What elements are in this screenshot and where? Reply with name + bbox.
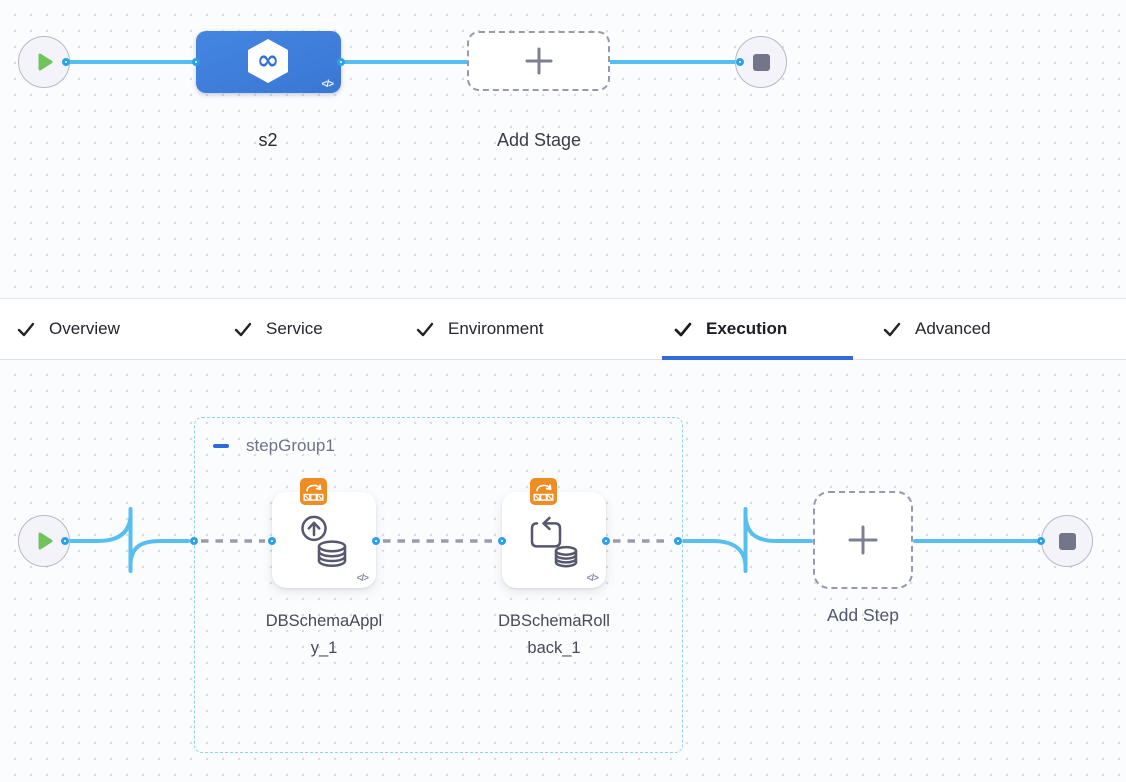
check-icon: [883, 322, 901, 337]
stop-icon: [752, 53, 770, 71]
step-card-dbschemaapply[interactable]: </>: [272, 478, 376, 588]
infinity-glyph: ∞: [256, 44, 280, 76]
step-code-icon[interactable]: </>: [356, 573, 370, 584]
check-icon: [234, 322, 252, 337]
aws-badge-icon: [530, 478, 557, 505]
plus-icon: [525, 47, 552, 75]
active-tab-underline: [662, 356, 853, 360]
execution-graph-canvas[interactable]: stepGroup1: [0, 360, 1126, 782]
connection-port[interactable]: [498, 537, 506, 545]
connection-port[interactable]: [602, 537, 610, 545]
connection-port[interactable]: [337, 58, 345, 66]
connection-port[interactable]: [61, 537, 69, 545]
step-group-header: stepGroup1: [213, 436, 335, 456]
tab-label: Execution: [706, 319, 788, 338]
add-stage-button[interactable]: [467, 31, 610, 91]
db-schema-apply-icon: [301, 515, 347, 567]
add-step-button[interactable]: [813, 491, 913, 589]
stage-config-tabbar: Overview Service Environment Execution A…: [0, 298, 1126, 360]
stop-icon: [1058, 532, 1076, 550]
step-group-container[interactable]: stepGroup1: [194, 417, 683, 753]
check-icon: [17, 322, 35, 337]
pipeline-start-node[interactable]: [18, 36, 70, 88]
tab-label: Overview: [49, 319, 120, 338]
add-step-label[interactable]: Add Step: [827, 605, 899, 625]
step-group-name[interactable]: stepGroup1: [246, 436, 335, 455]
tab-execution[interactable]: Execution: [673, 299, 787, 359]
connection-port[interactable]: [1037, 537, 1045, 545]
wire-join-glyph-right: [682, 507, 813, 573]
step-code-icon[interactable]: </>: [586, 573, 600, 584]
connection-port[interactable]: [736, 58, 744, 66]
collapse-group-icon[interactable]: [213, 444, 229, 448]
connection-port[interactable]: [268, 537, 276, 545]
tab-label: Advanced: [915, 319, 991, 338]
step-name-label[interactable]: DBSchemaApply_1: [265, 612, 383, 657]
tab-overview[interactable]: Overview: [16, 299, 120, 359]
connection-port[interactable]: [62, 58, 70, 66]
tab-label: Service: [266, 319, 323, 338]
add-stage-label[interactable]: Add Stage: [496, 130, 582, 150]
execution-end-node[interactable]: [1041, 515, 1093, 567]
tab-environment[interactable]: Environment: [415, 299, 543, 359]
check-icon: [674, 322, 692, 337]
step-card-dbschemarollback[interactable]: </>: [502, 478, 606, 588]
aws-badge-icon: [300, 478, 327, 505]
tab-label: Environment: [448, 319, 544, 338]
wire-join-glyph-left: [63, 507, 190, 573]
tab-service[interactable]: Service: [233, 299, 323, 359]
connection-port[interactable]: [372, 537, 380, 545]
check-icon: [416, 322, 434, 337]
connection-port[interactable]: [674, 537, 682, 545]
play-icon: [38, 53, 53, 71]
tab-advanced[interactable]: Advanced: [882, 299, 991, 359]
stage-card-s2[interactable]: ∞ </>: [196, 31, 341, 93]
harness-cd-icon: ∞: [248, 39, 288, 83]
db-schema-rollback-icon: [530, 516, 578, 568]
connection-port[interactable]: [192, 58, 200, 66]
stage-graph-canvas[interactable]: ∞ </> s2 Add Stage: [0, 0, 1126, 298]
connection-port[interactable]: [190, 537, 198, 545]
stage-name-label[interactable]: s2: [258, 130, 278, 150]
step-name-label[interactable]: DBSchemaRollback_1: [498, 612, 610, 657]
play-icon: [38, 532, 53, 550]
plus-icon: [848, 525, 878, 555]
stage-code-icon[interactable]: </>: [321, 79, 335, 90]
